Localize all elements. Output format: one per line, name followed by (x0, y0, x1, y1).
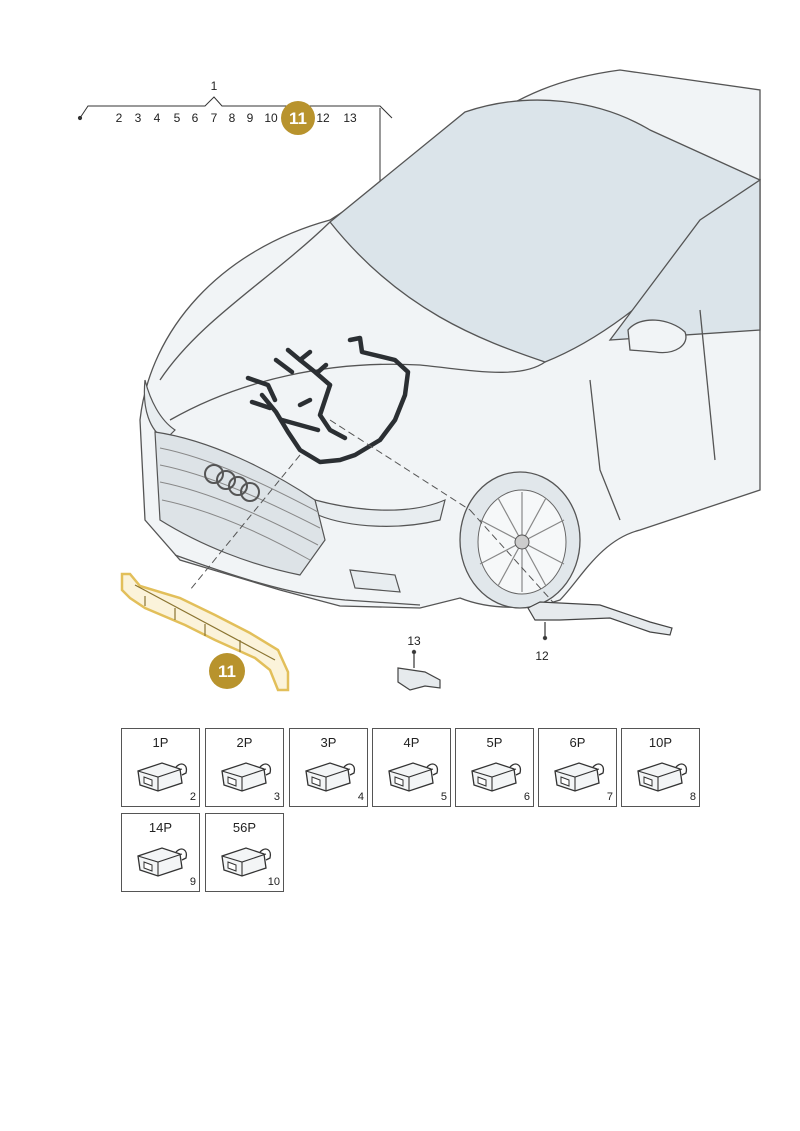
callout-item-2: 2 (116, 111, 123, 125)
connector-part-number: 6 (523, 791, 530, 803)
callout-item-5: 5 (174, 111, 181, 125)
label-bracket-12: 12 (535, 649, 549, 663)
connector-part-number: 4 (357, 791, 364, 803)
connector-plug-icon (305, 762, 356, 792)
connector-part-number: 10 (267, 876, 280, 888)
connector-plug-icon (221, 847, 272, 877)
connector-5P[interactable]: 5P 6 (455, 728, 534, 807)
connector-part-number: 7 (606, 791, 613, 803)
connector-plug-icon (471, 762, 522, 792)
connector-14P[interactable]: 14P 9 (121, 813, 200, 892)
badge-11-top[interactable]: 11 (281, 101, 315, 135)
connector-plug-icon (137, 847, 188, 877)
connector-plug-icon (554, 762, 605, 792)
callout-item-3: 3 (135, 111, 142, 125)
car-illustration (139, 69, 762, 609)
callout-item-6: 6 (192, 111, 199, 125)
connector-10P[interactable]: 10P 8 (621, 728, 700, 807)
callout-item-4: 4 (154, 111, 161, 125)
connector-pin-count: 56P (232, 820, 257, 835)
engine-wiring-harness (245, 335, 411, 465)
callout-item-9: 9 (247, 111, 254, 125)
callout-item-10: 10 (264, 111, 278, 125)
badge-11-bottom[interactable]: 11 (209, 653, 245, 689)
connector-pin-count: 5P (486, 735, 503, 750)
connector-pin-count: 14P (148, 820, 173, 835)
callout-main: 1 (211, 79, 218, 93)
connector-56P[interactable]: 56P 10 (205, 813, 284, 892)
connector-6P[interactable]: 6P 7 (538, 728, 617, 807)
svg-text:11: 11 (218, 662, 236, 681)
connector-pin-count: 2P (236, 735, 253, 750)
connector-pin-count: 1P (152, 735, 169, 750)
connector-2P[interactable]: 2P 3 (205, 728, 284, 807)
connector-pin-count: 4P (403, 735, 420, 750)
bracket-part-13 (397, 649, 441, 691)
connector-4P[interactable]: 4P 5 (372, 728, 451, 807)
bracket-part-12 (527, 601, 673, 641)
label-bracket-13: 13 (407, 634, 421, 648)
connector-plug-icon (637, 762, 688, 792)
connector-part-number: 3 (273, 791, 280, 803)
connector-pin-count: 10P (648, 735, 673, 750)
connector-pin-count: 3P (320, 735, 337, 750)
connector-pin-count: 6P (569, 735, 586, 750)
connector-part-number: 9 (189, 876, 196, 888)
callout-item-13: 13 (343, 111, 357, 125)
car-wheel (459, 471, 581, 609)
connector-3P[interactable]: 3P 4 (289, 728, 368, 807)
highlighted-part-11[interactable] (120, 572, 290, 692)
connector-part-number: 2 (189, 791, 196, 803)
connector-plug-icon (137, 762, 188, 792)
callout-item-12: 12 (316, 111, 330, 125)
callout-item-8: 8 (229, 111, 236, 125)
connector-part-number: 8 (689, 791, 696, 803)
car-front-details (143, 379, 446, 606)
connector-1P[interactable]: 1P 2 (121, 728, 200, 807)
callout-item-7: 7 (211, 111, 218, 125)
connector-part-number: 5 (440, 791, 447, 803)
svg-text:11: 11 (289, 109, 307, 128)
connector-plug-icon (388, 762, 439, 792)
connector-plug-icon (221, 762, 272, 792)
